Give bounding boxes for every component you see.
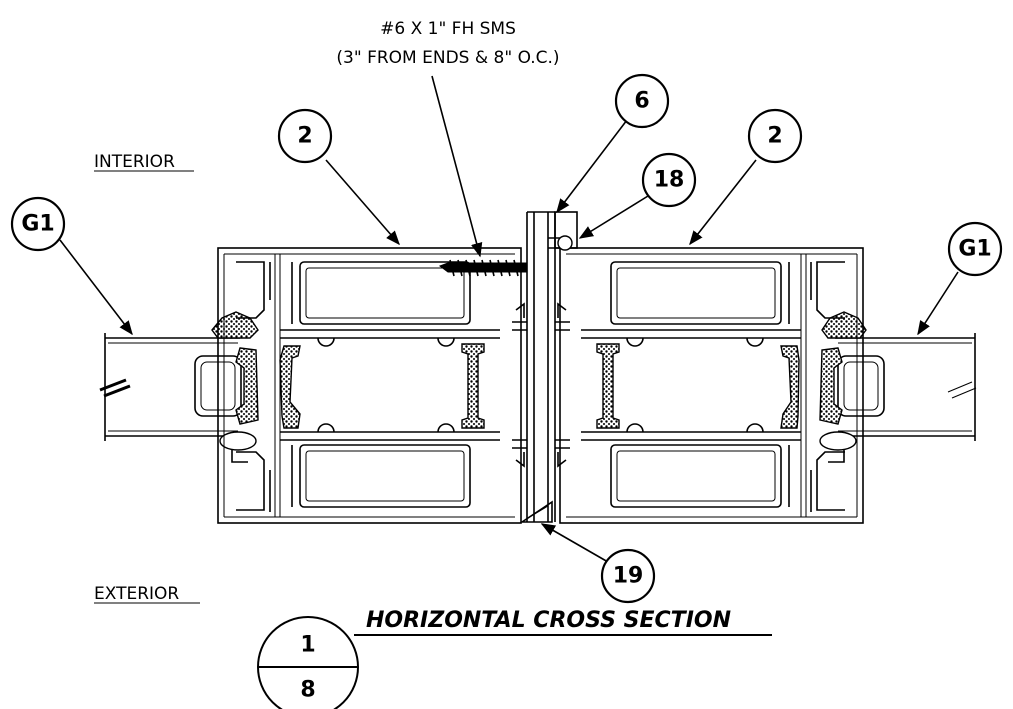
leaders (59, 75, 959, 563)
callout-g1-right: G1 (947, 221, 1003, 277)
screw-note-line1: #6 X 1" FH SMS (380, 19, 516, 39)
center-joint (512, 211, 578, 523)
callout-clip-label: 6 (634, 89, 649, 114)
sheet-number: 8 (300, 678, 315, 703)
exterior-label: EXTERIOR (94, 584, 179, 604)
glass-left (99, 333, 242, 441)
callout-mullion-left-label: 2 (297, 124, 312, 149)
callout-g1-right-label: G1 (958, 237, 991, 262)
screw-note-line2: (3" FROM ENDS & 8" O.C.) (336, 48, 559, 68)
callout-g1-left: G1 (10, 196, 66, 252)
callout-gasket-bottom: 19 (600, 548, 656, 604)
callout-g1-left-label: G1 (21, 212, 54, 237)
callout-clip: 6 (614, 73, 670, 129)
interior-label: INTERIOR (94, 152, 175, 172)
callout-mullion-right-label: 2 (767, 124, 782, 149)
right-frame (559, 247, 864, 524)
title-block: 1 8 HORIZONTAL CROSS SECTION (257, 608, 772, 709)
left-frame (217, 247, 522, 524)
callout-gasket-top-label: 18 (654, 168, 685, 193)
section-title: HORIZONTAL CROSS SECTION (366, 608, 731, 633)
glass-right (835, 333, 977, 441)
detail-number: 1 (300, 633, 315, 658)
callout-gasket-top: 18 (641, 152, 697, 208)
callout-mullion-right: 2 (747, 108, 803, 164)
screw (438, 259, 528, 277)
callout-mullion-left: 2 (277, 108, 333, 164)
callout-gasket-bottom-label: 19 (613, 564, 644, 589)
